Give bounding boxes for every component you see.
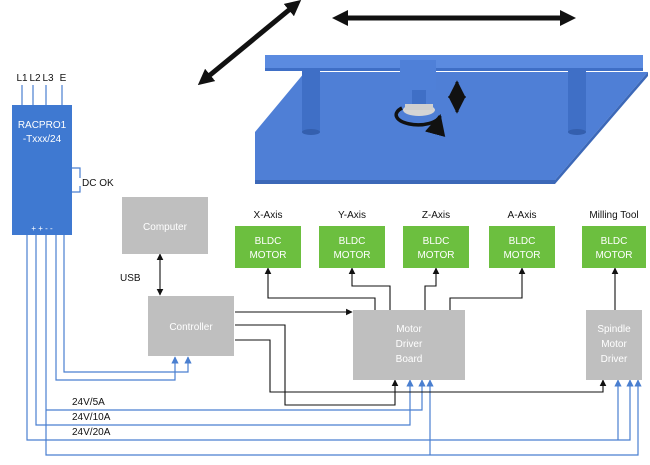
y-motion-arrow-icon — [197, 0, 302, 86]
psu-terminal-l3: L3 — [42, 73, 54, 84]
motor-z: Z-Axis BLDC MOTOR — [403, 210, 469, 268]
motor-axis-label: A-Axis — [508, 210, 537, 221]
motor-milling-tool: Milling Tool BLDC MOTOR — [582, 210, 646, 268]
controller-label: Controller — [169, 322, 213, 333]
motor-driver-board-box: Motor Driver Board — [353, 310, 465, 380]
power-supply-unit: L1 L2 L3 E RACPRO1 -Txxx/24 + + - - DC O… — [12, 73, 114, 235]
motor-axis-label: X-Axis — [254, 210, 283, 221]
controller-box: Controller — [148, 296, 234, 356]
gantry-left-column — [302, 68, 320, 132]
spindle-carriage — [400, 60, 436, 90]
motor-line1: BLDC — [339, 236, 366, 247]
cnc-machine-illustration — [197, 0, 648, 184]
psu-model-line1: RACPRO1 — [18, 120, 67, 131]
usb-label: USB — [120, 273, 141, 284]
psu-terminal-e: E — [60, 73, 67, 84]
signal-wiring — [156, 253, 619, 406]
power-line-label-5a: 24V/5A — [72, 397, 105, 408]
motor-line1: BLDC — [601, 236, 628, 247]
gantry-beam — [265, 55, 643, 70]
motor-axis-label: Y-Axis — [338, 210, 366, 221]
spindle-driver-line1: Spindle — [597, 324, 631, 335]
motor-line1: BLDC — [509, 236, 536, 247]
motor-line2: MOTOR — [417, 250, 454, 261]
motor-line1: BLDC — [423, 236, 450, 247]
spindle-motor-driver-box: Spindle Motor Driver — [586, 310, 642, 380]
motor-axis-label: Milling Tool — [589, 210, 638, 221]
psu-model-line2: -Txxx/24 — [23, 134, 62, 145]
psu-output-terminals: + + - - — [31, 224, 53, 233]
driver-board-line1: Motor — [396, 324, 422, 335]
power-line-label-10a: 24V/10A — [72, 412, 111, 423]
motor-x: X-Axis BLDC MOTOR — [235, 210, 301, 268]
motor-line1: BLDC — [255, 236, 282, 247]
motor-y: Y-Axis BLDC MOTOR — [319, 210, 385, 268]
motor-line2: MOTOR — [249, 250, 286, 261]
psu-terminal-l2: L2 — [29, 73, 41, 84]
driver-board-line3: Board — [396, 354, 423, 365]
motor-line2: MOTOR — [503, 250, 540, 261]
motor-axis-label: Z-Axis — [422, 210, 450, 221]
psu-terminal-l1: L1 — [16, 73, 28, 84]
motor-line2: MOTOR — [333, 250, 370, 261]
computer-label: Computer — [143, 222, 188, 233]
machine-base-plate — [255, 72, 648, 180]
power-line-label-20a: 24V/20A — [72, 427, 111, 438]
motor-a: A-Axis BLDC MOTOR — [489, 210, 555, 268]
spindle-driver-line3: Driver — [601, 354, 628, 365]
gantry-right-column — [568, 68, 586, 132]
motor-line2: MOTOR — [595, 250, 632, 261]
psu-body — [12, 105, 72, 235]
psu-dc-ok-label: DC OK — [82, 178, 114, 189]
computer-box: Computer — [122, 197, 208, 254]
rotation-arrow-icon — [394, 106, 446, 138]
spindle-driver-line2: Motor — [601, 339, 627, 350]
driver-board-line2: Driver — [396, 339, 423, 350]
